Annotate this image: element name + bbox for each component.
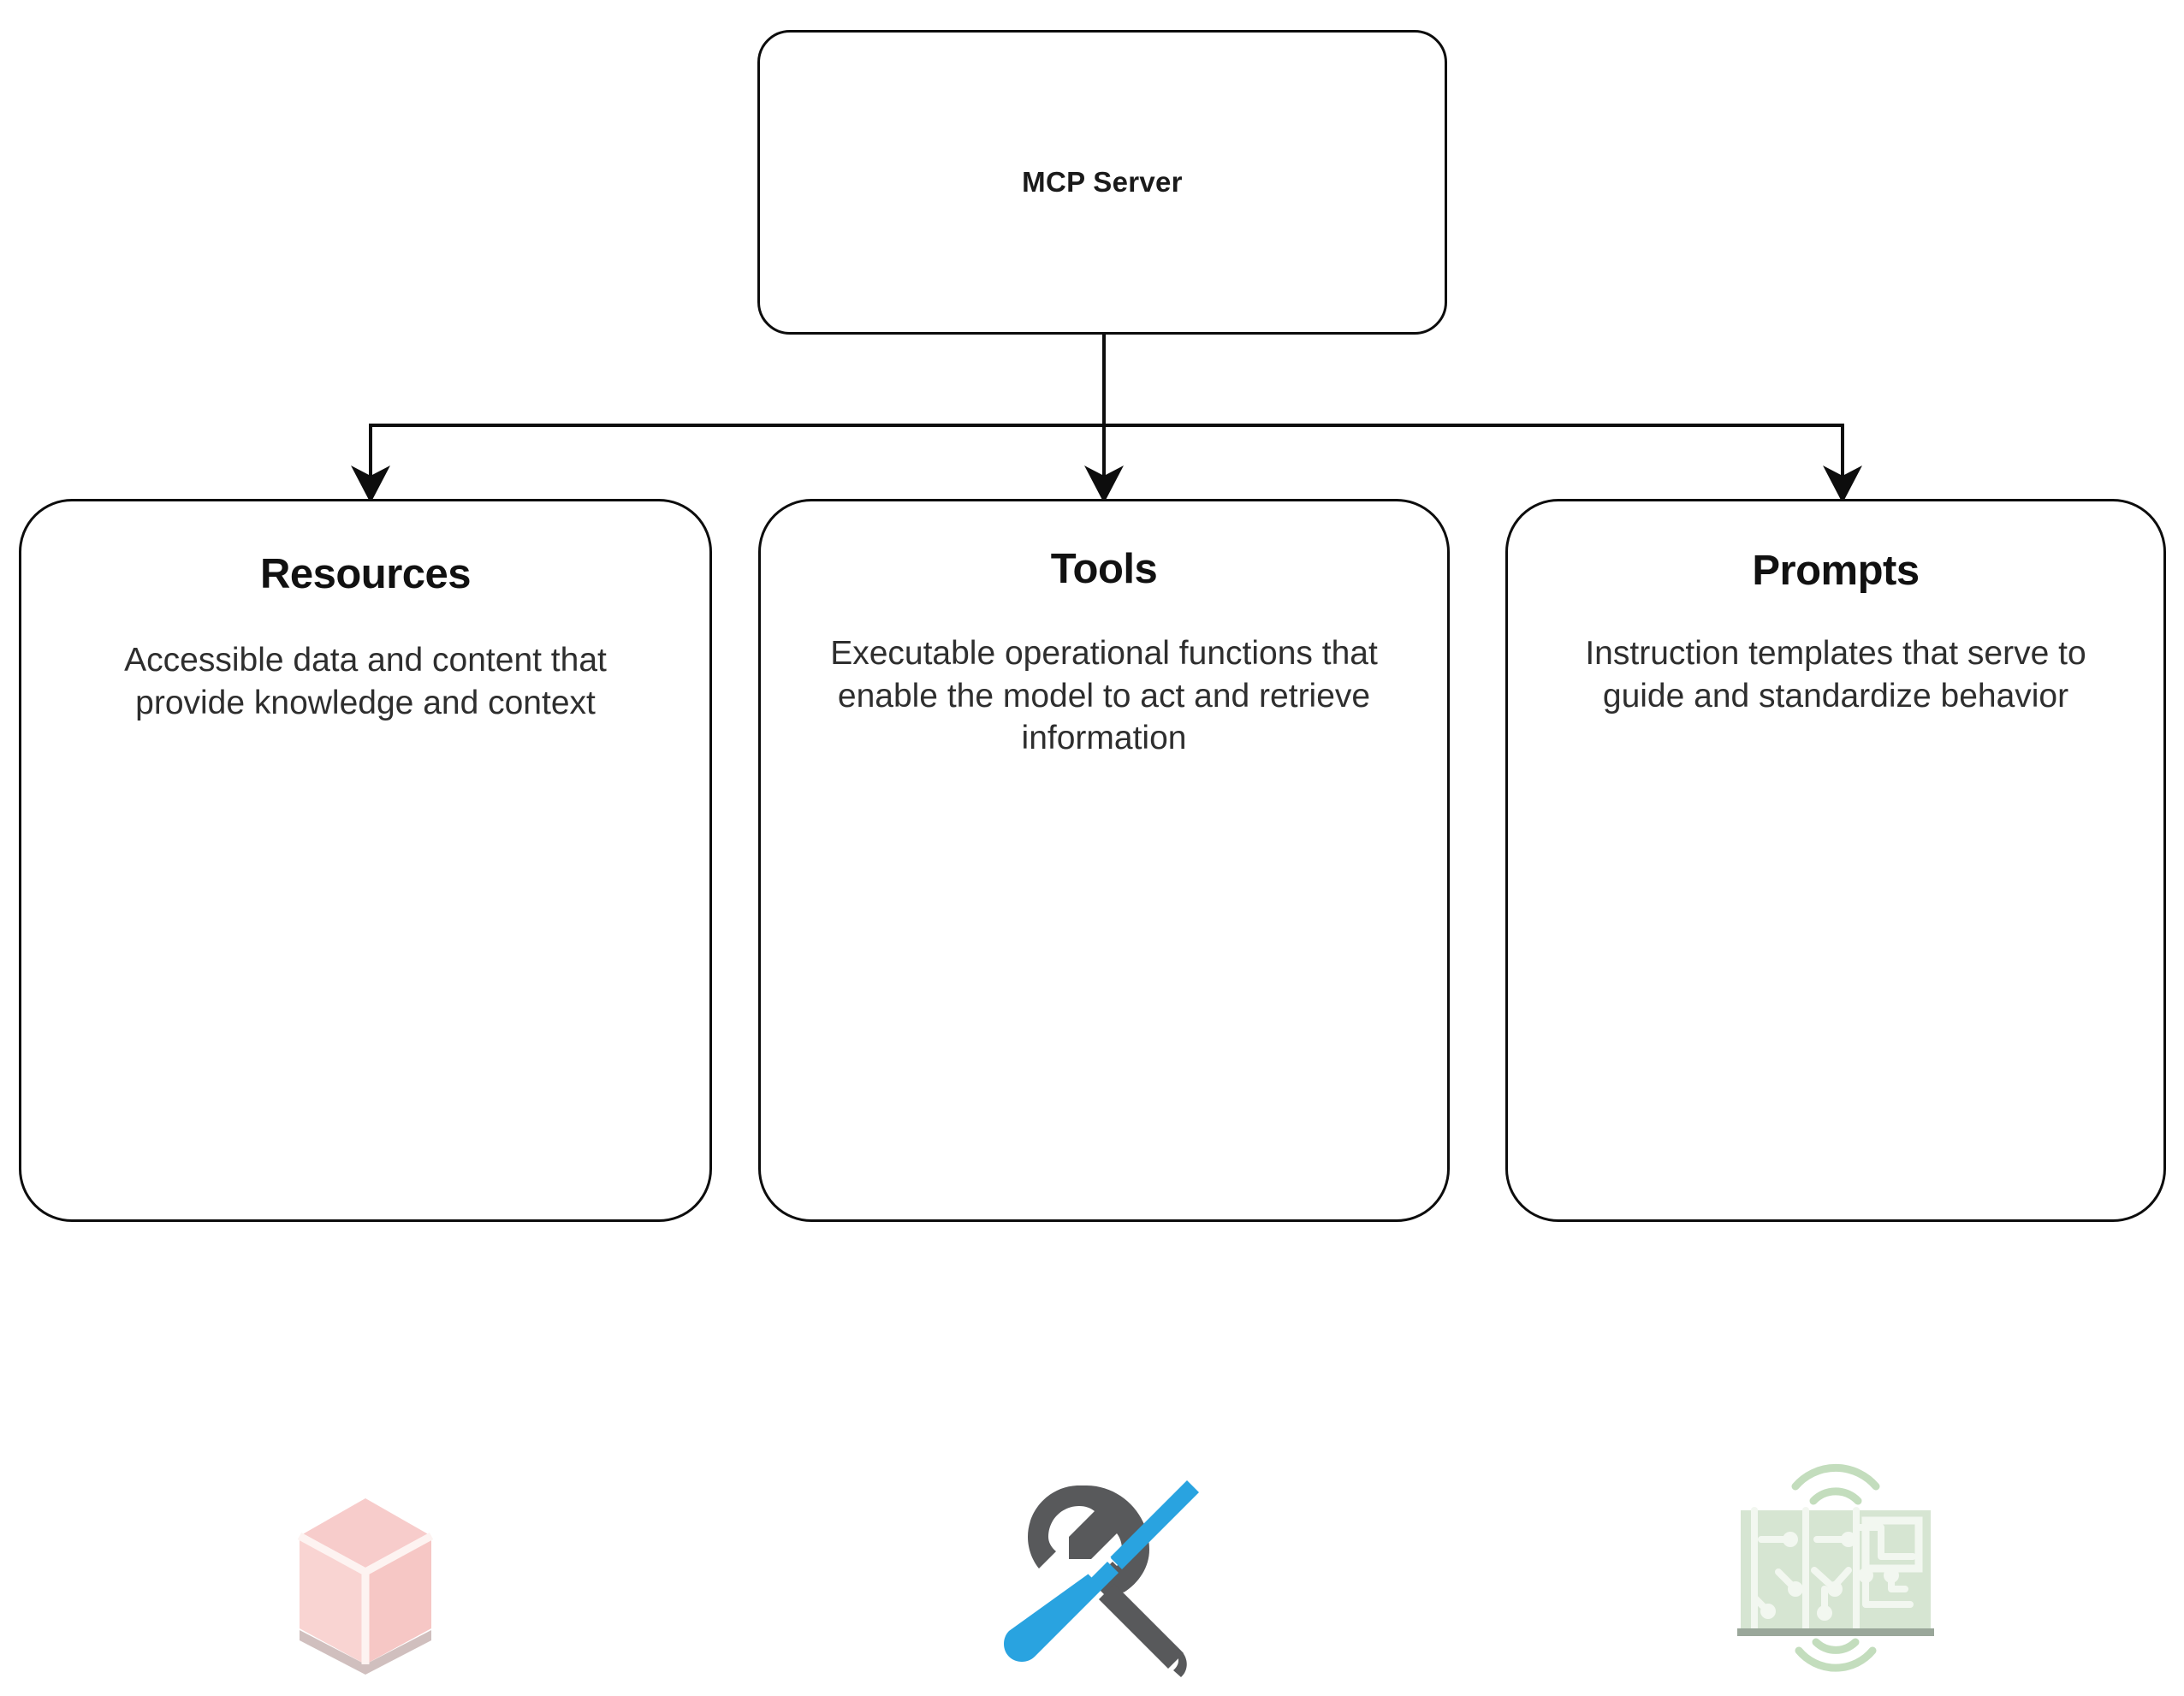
node-tools-description: Executable operational functions that en… [830, 635, 1378, 757]
node-tools-icon-slot [761, 1458, 1447, 1689]
arrowhead-resources [351, 466, 390, 503]
node-mcp-server-label: MCP Server [1022, 166, 1183, 198]
node-tools[interactable]: Tools Executable operational functions t… [758, 499, 1450, 1677]
node-tools-title: Tools [1050, 546, 1158, 592]
node-prompts-title: Prompts [1752, 548, 1920, 594]
wrench-screwdriver-icon [1004, 1480, 1199, 1677]
arrowhead-tools [1084, 466, 1124, 503]
node-prompts-icon-slot [1508, 1448, 2163, 1696]
node-resources-description: Accessible data and content that provide… [124, 642, 607, 721]
arrowhead-prompts [1823, 466, 1862, 503]
node-resources-title: Resources [259, 551, 472, 597]
node-mcp-server[interactable]: MCP Server [757, 30, 1447, 335]
node-prompts-description: Instruction templates that serve to guid… [1585, 635, 2086, 715]
diagram-canvas: MCP Server Resources Accessible data and… [19, 30, 2166, 1677]
node-resources[interactable]: Resources Accessible data and content th… [19, 499, 712, 1675]
node-prompts[interactable]: Prompts Instruction templates that serve… [1505, 499, 2166, 1672]
circuit-board-signal-icon [1737, 1464, 1934, 1672]
node-resources-icon-slot [21, 1470, 709, 1693]
cube-icon [297, 1498, 434, 1675]
